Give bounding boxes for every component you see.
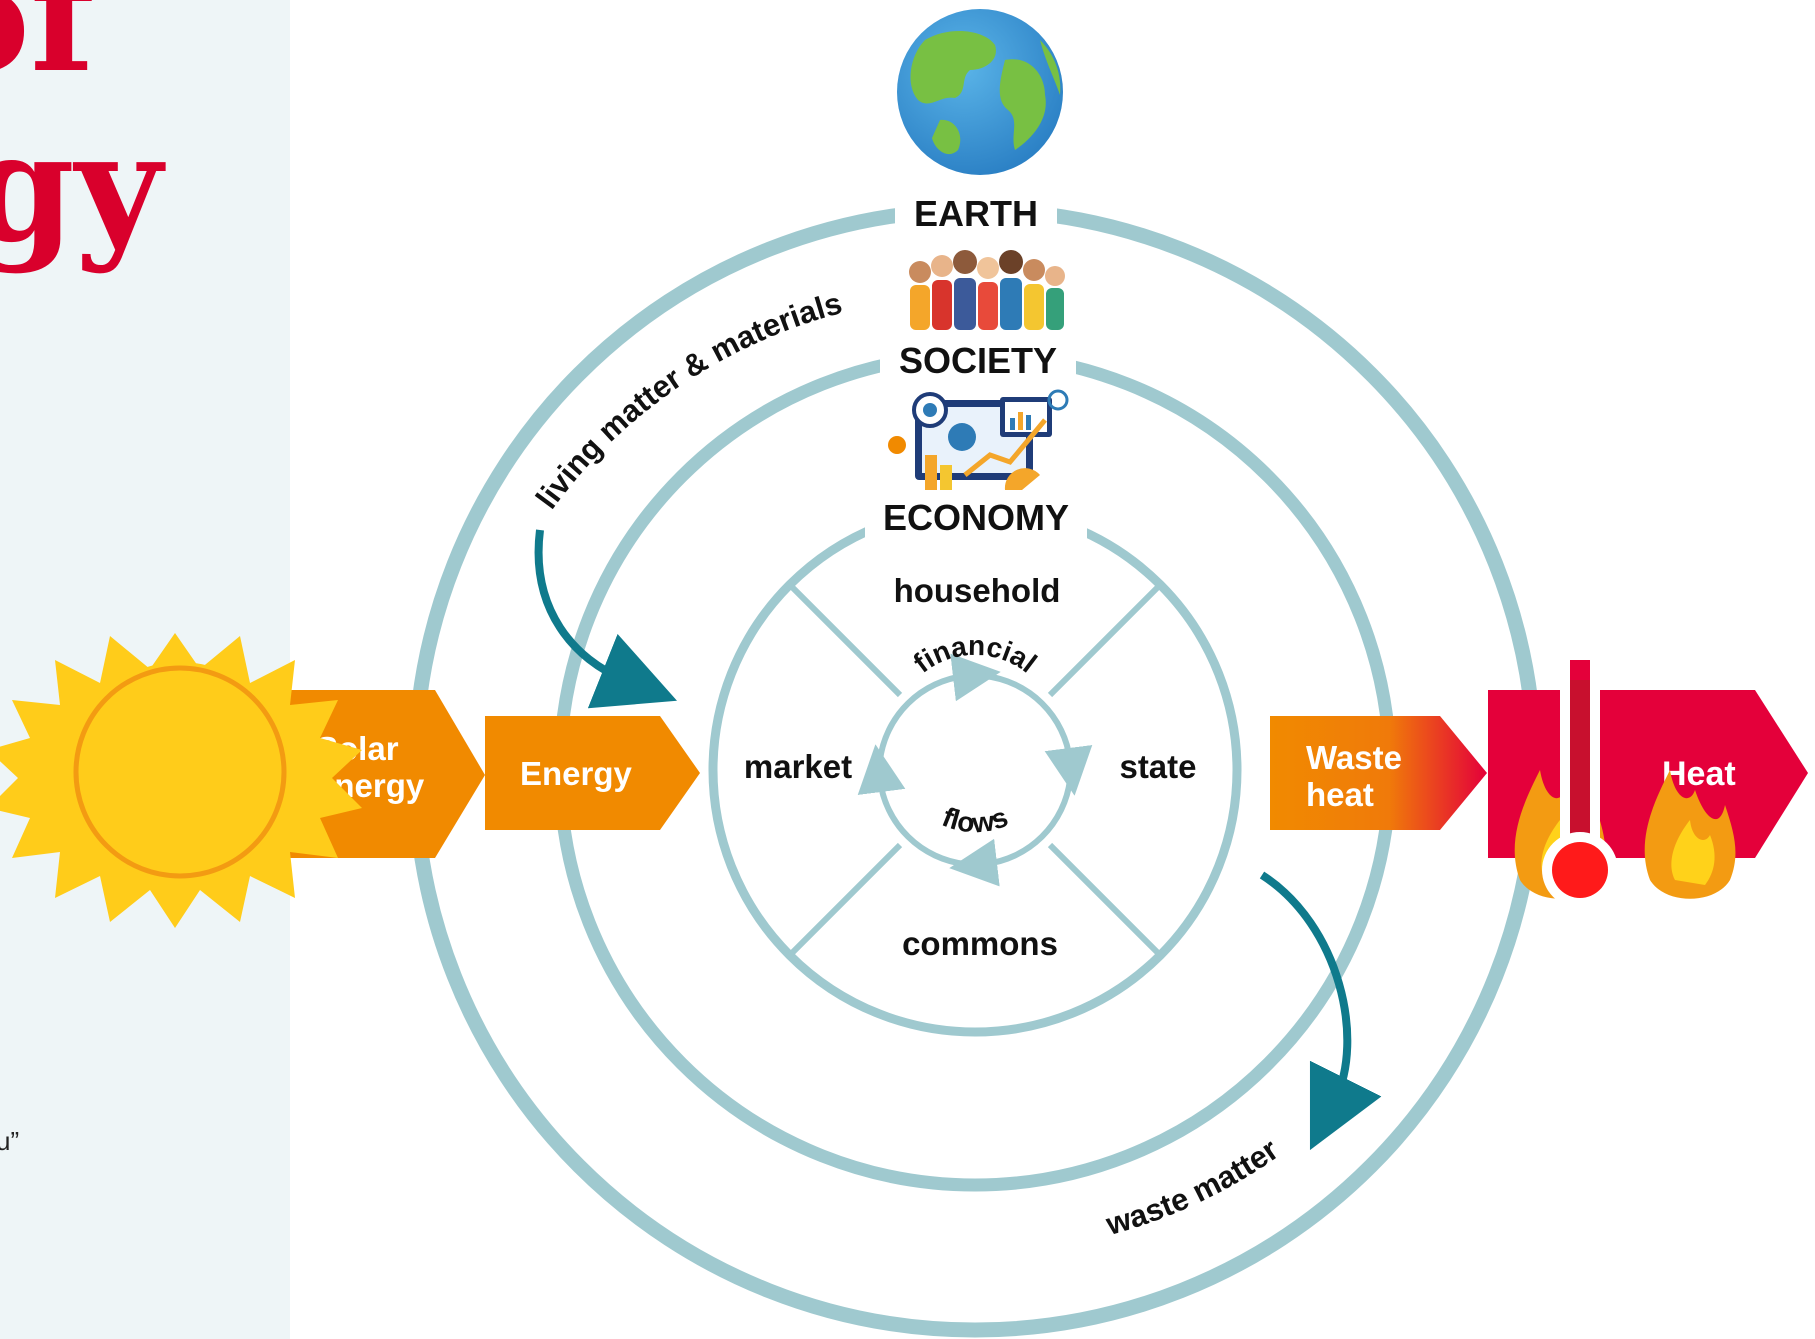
- waste-heat-arrow: [1270, 716, 1487, 830]
- sector-household: household: [894, 572, 1061, 609]
- energy-arrow: [485, 716, 700, 830]
- economy-dashboard-icon: [888, 389, 1069, 490]
- earth-label: EARTH: [914, 193, 1038, 234]
- energy-label: Energy: [520, 755, 633, 792]
- inflow-arrow: [534, 529, 677, 709]
- sector-market: market: [744, 748, 852, 785]
- thermometer-icon: [1542, 634, 1618, 908]
- waste-heat-label-line1: Waste: [1306, 739, 1402, 776]
- outflow-arrow: [1259, 871, 1382, 1151]
- society-label: SOCIETY: [899, 340, 1057, 381]
- economy-sector-dividers: [787, 582, 1163, 958]
- sector-commons: commons: [902, 925, 1058, 962]
- side-text-fragment: u”: [0, 1126, 19, 1156]
- center-financial: financial: [908, 630, 1043, 679]
- globe-icon: [897, 9, 1063, 175]
- center-flows: flows: [938, 801, 1012, 839]
- title-fragment-line2: gy: [0, 100, 166, 276]
- economy-label: ECONOMY: [883, 497, 1069, 538]
- outflow-label: waste matter: [1101, 1132, 1284, 1242]
- financial-flows-cycle: [857, 653, 1093, 887]
- sector-state: state: [1119, 748, 1196, 785]
- waste-heat-label-line2: heat: [1306, 776, 1374, 813]
- sun-icon: [0, 633, 362, 928]
- title-fragment-line1: of: [0, 0, 103, 106]
- people-icon: [909, 250, 1065, 330]
